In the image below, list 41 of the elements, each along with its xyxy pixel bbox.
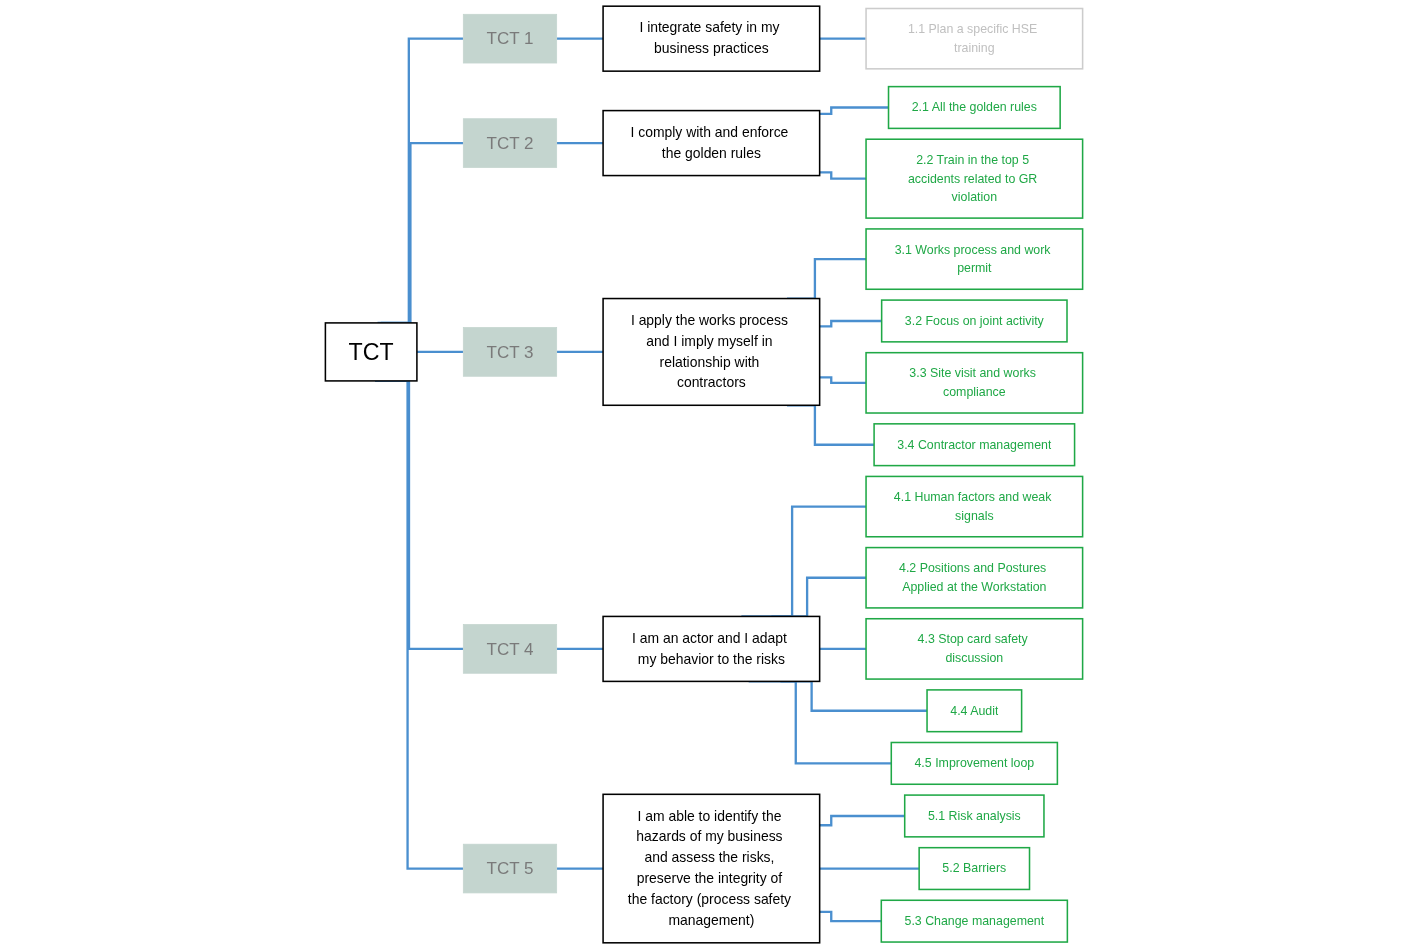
node-box: TCT 5	[462, 843, 558, 894]
node-box: I apply the works process and I imply myself in relationship with contractors	[602, 297, 821, 407]
connector	[556, 647, 604, 651]
node-box: TCT	[324, 322, 418, 382]
node-box: 2.2 Train in the top 5 accidents related to GR violation	[865, 138, 1084, 219]
connector	[556, 350, 604, 354]
node-box: 4.5 Improvement loop	[890, 741, 1059, 786]
node-box: 5.2 Barriers	[918, 846, 1031, 891]
node-box: 4.2 Positions and Postures Applied at the Workstation	[865, 546, 1084, 609]
node-box: TCT 1	[462, 13, 558, 64]
node-box: I comply with and enforce the golden rules	[602, 109, 821, 177]
node-box: TCT 4	[462, 624, 558, 674]
connector	[556, 141, 604, 145]
node-box: 5.3 Change management	[880, 899, 1069, 943]
connector	[819, 867, 920, 870]
node-box: 2.1 All the golden rules	[887, 85, 1061, 130]
node-box: 1.1 Plan a specific HSE training	[865, 7, 1084, 70]
connector	[416, 350, 464, 354]
node-box: I integrate safety in my business practices	[602, 5, 821, 72]
node-box: 3.3 Site visit and works compliance	[865, 351, 1084, 414]
node-box: 3.1 Works process and work permit	[865, 228, 1084, 291]
node-box: 3.4 Contractor management	[873, 423, 1076, 467]
node-box: TCT 3	[462, 327, 558, 377]
connector	[556, 867, 604, 870]
node-box: I am able to identify the hazards of my business and assess the risks, preserve the integrity of the factory (process safety management)	[602, 793, 821, 944]
node-box: 5.1 Risk analysis	[903, 794, 1045, 838]
connector	[819, 171, 867, 180]
node-box: 4.3 Stop card safety discussion	[865, 617, 1084, 680]
connector	[819, 319, 882, 328]
connector	[819, 37, 867, 40]
connector	[819, 647, 867, 651]
node-box: 4.4 Audit	[926, 689, 1023, 733]
connector	[556, 37, 604, 40]
node-box: 4.1 Human factors and weak signals	[865, 475, 1084, 538]
node-box: 3.2 Focus on joint activity	[880, 299, 1068, 343]
connector	[819, 814, 905, 827]
connector	[819, 376, 867, 384]
connector	[819, 106, 889, 115]
connector	[819, 910, 882, 923]
node-box: I am an actor and I adapt my behavior to the risks	[602, 615, 821, 683]
node-box: TCT 2	[462, 118, 558, 168]
